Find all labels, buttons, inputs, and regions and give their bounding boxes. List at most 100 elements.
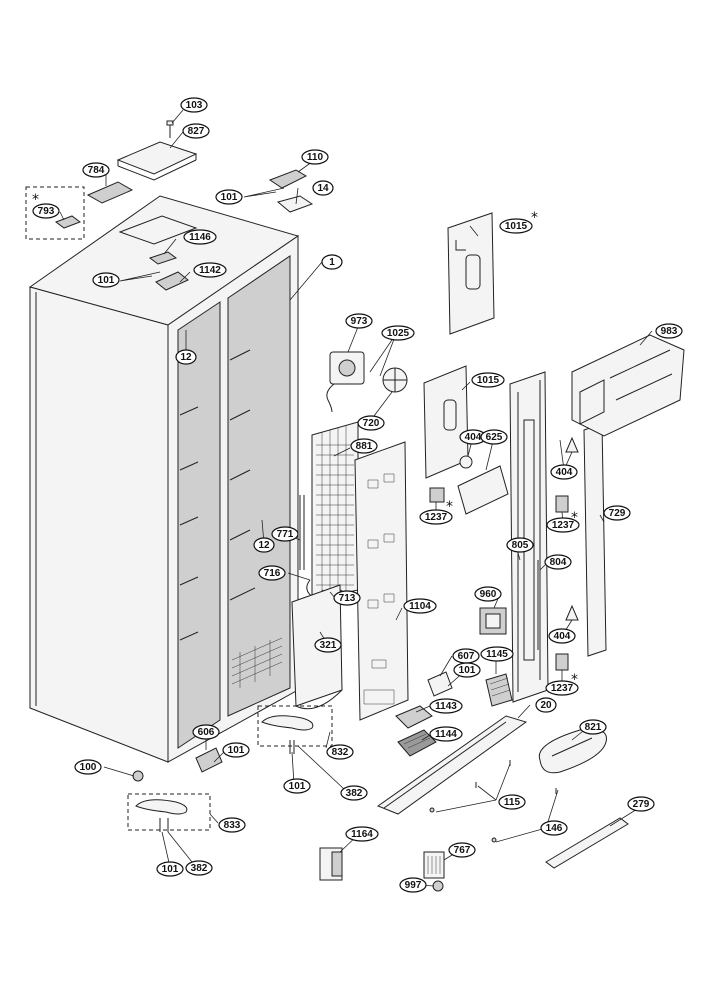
callout-oval [183, 229, 217, 245]
callout-oval [333, 590, 361, 606]
callout-number: 997 [405, 880, 422, 891]
callout-oval [403, 598, 437, 614]
callout-number: 973 [351, 316, 368, 327]
duct-1015-upper [447, 212, 495, 335]
callout-oval [357, 415, 385, 431]
hinge-cap-793 [54, 215, 82, 229]
callout-number: 827 [188, 126, 205, 137]
foot-100 [132, 770, 144, 782]
callout-960: 960 [474, 586, 502, 602]
callout-number: 1145 [486, 649, 508, 660]
screw-103 [166, 120, 174, 138]
callout-827: 827 [182, 123, 210, 139]
callout-1237c: 1237 [545, 680, 579, 696]
evaporator-881 [311, 421, 359, 601]
callout-1164: 1164 [345, 826, 379, 842]
callout-number: 101 [289, 781, 306, 792]
callout-number: 960 [480, 589, 497, 600]
callout-number: 100 [80, 762, 97, 773]
callout-number: 115 [504, 797, 521, 808]
asterisk-1015: * [531, 210, 538, 226]
callout-1145: 1145 [480, 646, 514, 662]
callout-oval [340, 785, 368, 801]
asterisk-793: * [32, 192, 39, 208]
callout-625: 625 [480, 429, 508, 445]
callout-1025: 1025 [381, 325, 415, 341]
callout-oval [258, 565, 286, 581]
callout-103: 103 [180, 97, 208, 113]
callout-number: 382 [191, 863, 208, 874]
switch-1237-right [555, 495, 569, 671]
callout-321: 321 [314, 637, 342, 653]
callout-number: 832 [332, 747, 349, 758]
callout-973: 973 [345, 313, 373, 329]
callout-1143: 1143 [429, 698, 463, 714]
callout-oval [350, 438, 378, 454]
callout-101a: 101 [215, 189, 243, 205]
callout-number: 110 [307, 152, 324, 163]
callout-713: 713 [333, 590, 361, 606]
callout-804: 804 [544, 554, 572, 570]
callout-oval [550, 464, 578, 480]
callout-number: 1237 [552, 520, 575, 531]
callout-oval [180, 97, 208, 113]
callout-number: 1146 [189, 232, 211, 243]
callout-oval [498, 794, 526, 810]
top-cover-827 [116, 141, 198, 181]
callout-number: 1142 [199, 265, 221, 276]
callout-oval [156, 861, 184, 877]
callout-881: 881 [350, 438, 378, 454]
callout-oval [545, 680, 579, 696]
callout-oval [218, 817, 246, 833]
hinge-1142 [155, 271, 189, 291]
callout-number: 1237 [425, 512, 448, 523]
callout-number: 14 [317, 183, 329, 194]
cap-997 [432, 880, 444, 892]
callout-number: 771 [277, 529, 294, 540]
rail-805 [509, 371, 549, 703]
hinge-784 [86, 181, 134, 204]
callout-number: 101 [459, 665, 476, 676]
callout-101e: 101 [283, 778, 311, 794]
callout-12a: 12 [175, 349, 197, 365]
callout-404c: 404 [548, 628, 576, 644]
callout-832: 832 [326, 744, 354, 760]
callout-number: 404 [556, 467, 573, 478]
callout-oval [253, 537, 275, 553]
asterisk-markers: * * * * * [32, 192, 578, 688]
module-960 [479, 607, 507, 635]
callout-number: 103 [186, 100, 203, 111]
callout-oval [399, 877, 427, 893]
callout-997: 997 [399, 877, 427, 893]
callout-101c: 101 [453, 662, 481, 678]
callout-404a: 404 [459, 429, 487, 445]
callout-oval [185, 860, 213, 876]
hinge-110 [268, 169, 308, 189]
callout-382b: 382 [185, 860, 213, 876]
callout-1015a: 1015 [499, 218, 533, 234]
callout-110: 110 [301, 149, 329, 165]
callout-oval [480, 429, 508, 445]
cover-1104 [354, 441, 409, 721]
callout-number: 101 [228, 745, 245, 756]
callout-number: 404 [465, 432, 482, 443]
callout-number: 625 [486, 432, 503, 443]
callout-oval [540, 820, 568, 836]
callout-771: 771 [271, 526, 299, 542]
fan-motor-973 [326, 351, 365, 413]
callout-101f: 101 [156, 861, 184, 877]
callout-oval [419, 509, 453, 525]
callout-oval [312, 180, 334, 196]
callout-oval [192, 724, 220, 740]
callout-146: 146 [540, 820, 568, 836]
pad-1144 [397, 729, 437, 757]
callout-oval [548, 628, 576, 644]
callout-1237b: 1237 [546, 517, 580, 533]
callout-oval [579, 719, 607, 735]
callout-number: 881 [356, 441, 373, 452]
fan-blade-720 [382, 367, 408, 393]
callout-1237a: 1237 [419, 509, 453, 525]
callout-1142: 1142 [193, 262, 227, 278]
callout-number: 1025 [387, 328, 410, 339]
